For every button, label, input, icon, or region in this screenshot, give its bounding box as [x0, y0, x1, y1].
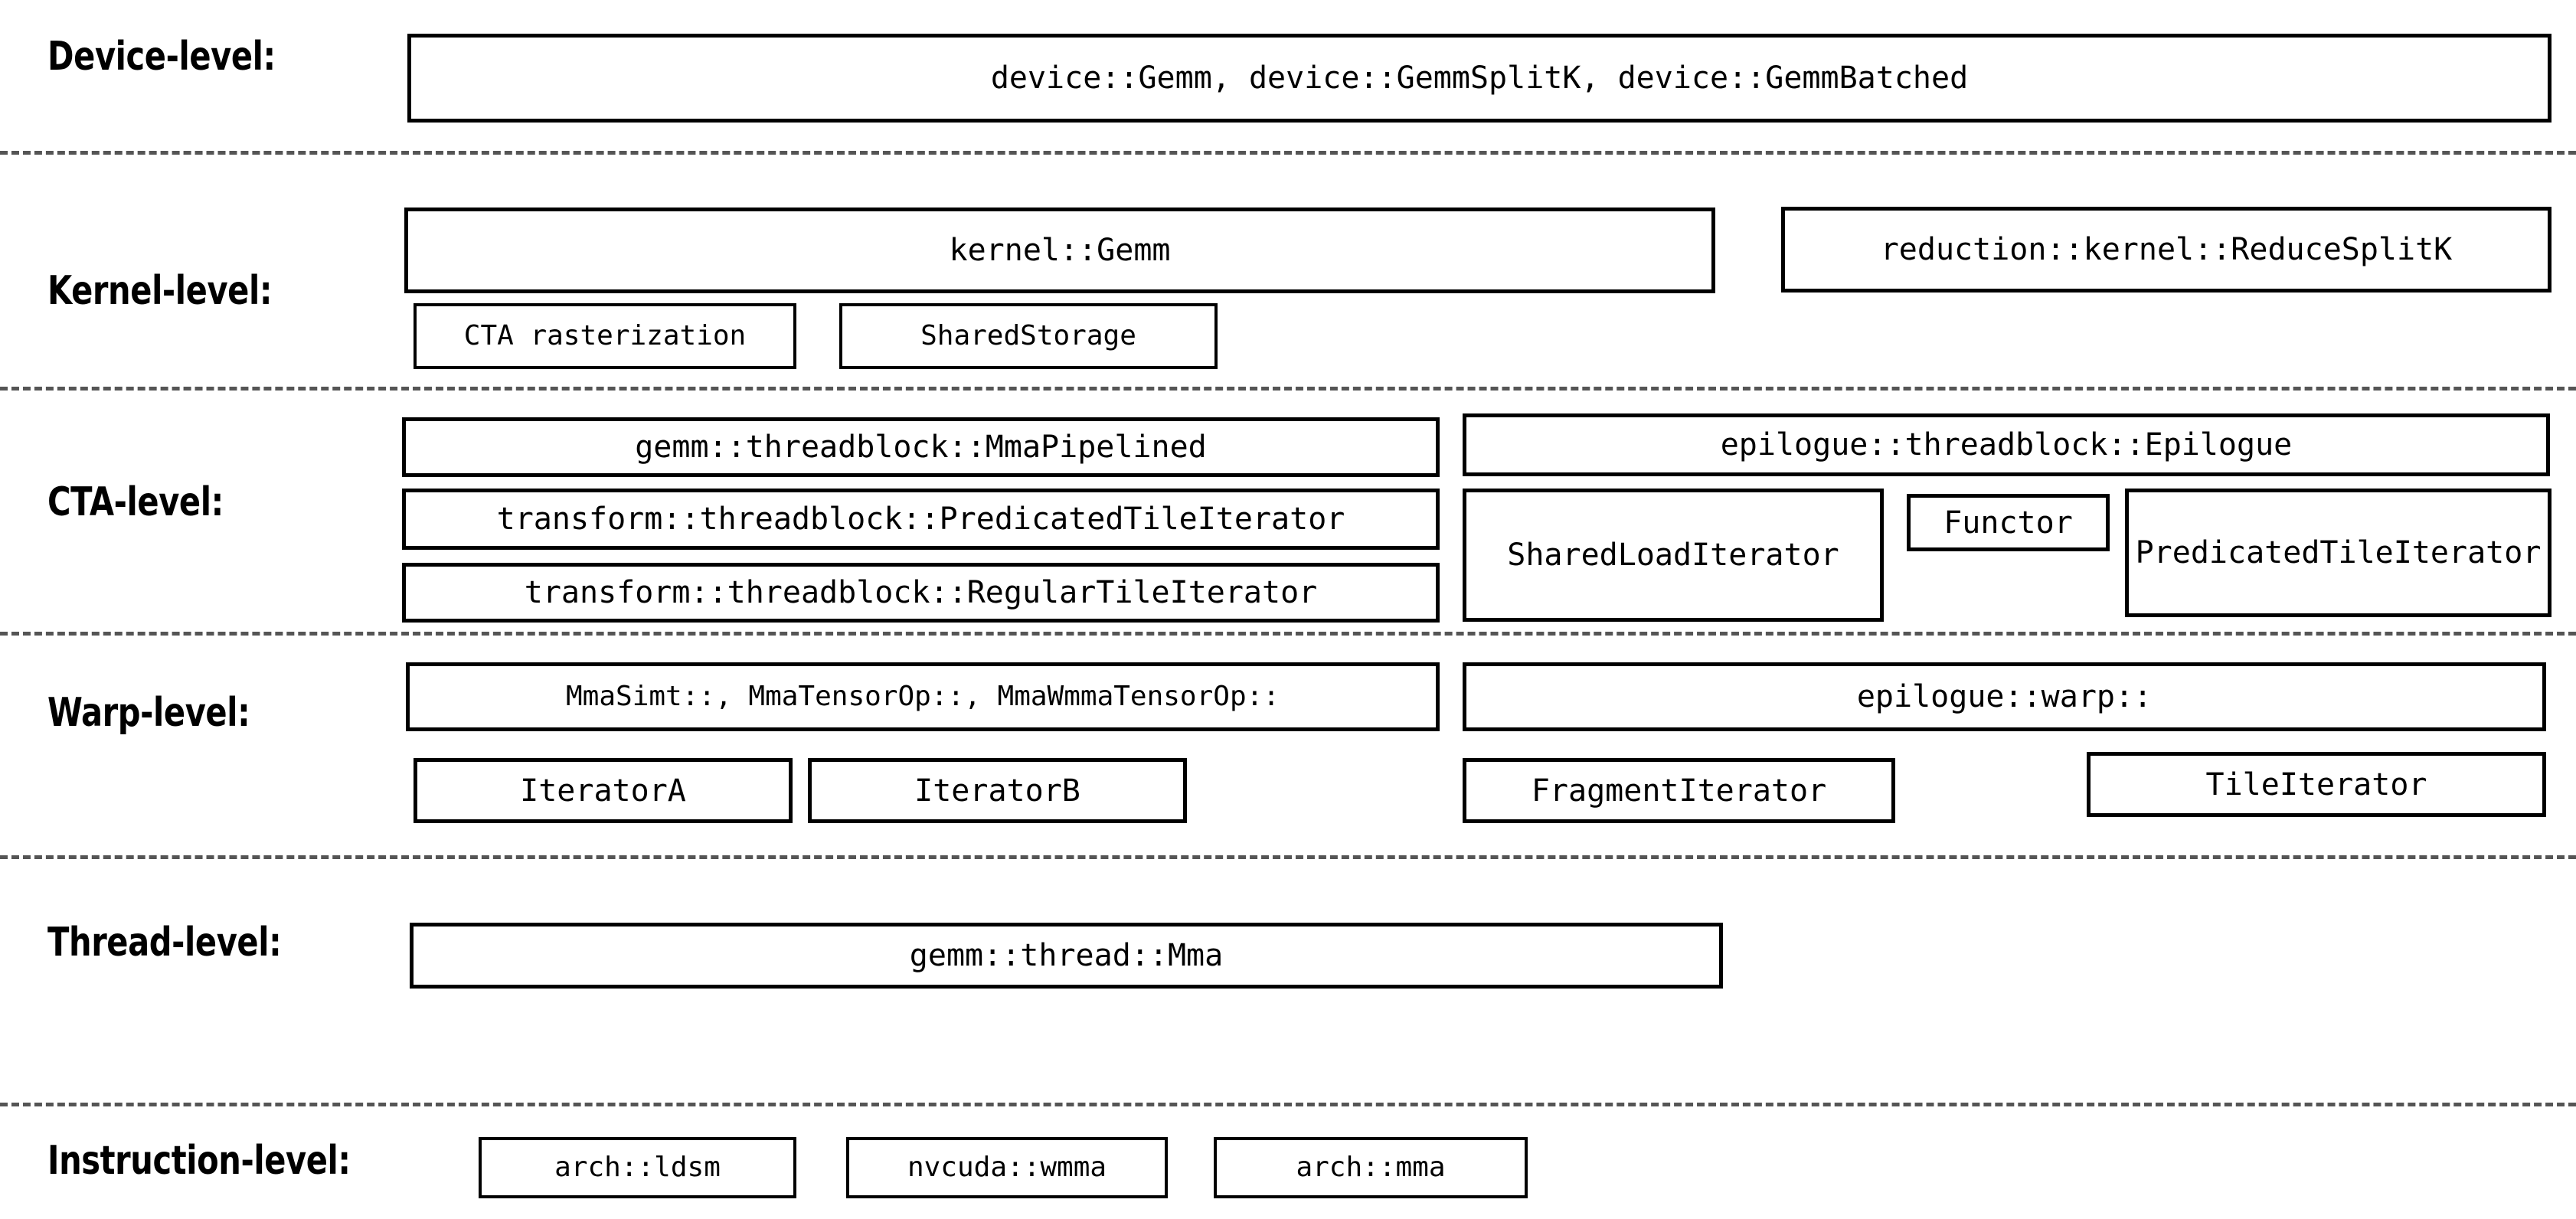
box-iterator-a-label: IteratorA	[520, 773, 686, 809]
level-label-thread: Thread-level:	[47, 920, 282, 966]
box-tileiterator-label: TileIterator	[2205, 766, 2427, 802]
level-label-cta: CTA-level:	[47, 479, 224, 525]
separator-kernel-cta	[0, 387, 2576, 391]
box-device-gemm[interactable]: device::Gemm, device::GemmSplitK, device…	[407, 34, 2551, 123]
box-iterator-b-label: IteratorB	[914, 773, 1080, 809]
box-reduction-kernel-reducesplitk[interactable]: reduction::kernel::ReduceSplitK	[1781, 207, 2551, 292]
box-arch-mma[interactable]: arch::mma	[1214, 1137, 1528, 1198]
box-warp-mma-variants-label: MmaSimt::, MmaTensorOp::, MmaWmmaTensorO…	[566, 681, 1280, 713]
box-cta-rasterization-label: CTA rasterization	[463, 320, 747, 352]
box-kernel-gemm[interactable]: kernel::Gemm	[404, 208, 1715, 293]
box-epilogue-threadblock-epilogue-label: epilogue::threadblock::Epilogue	[1720, 427, 2293, 462]
box-gemm-thread-mma-label: gemm::thread::Mma	[909, 938, 1224, 973]
box-iterator-b[interactable]: IteratorB	[808, 758, 1187, 823]
level-label-warp: Warp-level:	[47, 690, 250, 736]
box-arch-ldsm-label: arch::ldsm	[554, 1152, 721, 1184]
box-fragmentiterator-label: FragmentIterator	[1531, 773, 1827, 809]
box-device-gemm-label: device::Gemm, device::GemmSplitK, device…	[990, 60, 1969, 96]
box-sharedstorage[interactable]: SharedStorage	[839, 303, 1218, 369]
box-epilogue-threadblock-epilogue[interactable]: epilogue::threadblock::Epilogue	[1463, 413, 2550, 476]
box-gemm-threadblock-mmapipelined[interactable]: gemm::threadblock::MmaPipelined	[402, 417, 1440, 477]
box-sharedloaditerator-label: SharedLoadIterator	[1507, 538, 1839, 573]
box-functor-label: Functor	[1943, 505, 2073, 541]
separator-thread-instruction	[0, 1103, 2576, 1106]
box-functor[interactable]: Functor	[1907, 494, 2110, 551]
separator-warp-thread	[0, 855, 2576, 859]
box-epilogue-predicatedtileiterator[interactable]: PredicatedTileIterator	[2125, 489, 2551, 617]
box-sharedstorage-label: SharedStorage	[920, 320, 1136, 352]
box-gemm-thread-mma[interactable]: gemm::thread::Mma	[410, 923, 1723, 989]
box-reduction-kernel-reducesplitk-label: reduction::kernel::ReduceSplitK	[1880, 232, 2453, 267]
level-label-device: Device-level:	[47, 34, 276, 80]
level-label-kernel: Kernel-level:	[47, 268, 273, 314]
box-warp-mma-variants[interactable]: MmaSimt::, MmaTensorOp::, MmaWmmaTensorO…	[406, 662, 1440, 731]
box-transform-threadblock-regulartileiterator[interactable]: transform::threadblock::RegularTileItera…	[402, 563, 1440, 623]
box-sharedloaditerator[interactable]: SharedLoadIterator	[1463, 489, 1884, 622]
box-cta-rasterization[interactable]: CTA rasterization	[414, 303, 796, 369]
level-label-instruction: Instruction-level:	[47, 1138, 351, 1184]
box-epilogue-warp[interactable]: epilogue::warp::	[1463, 662, 2546, 731]
separator-cta-warp	[0, 632, 2576, 636]
box-transform-threadblock-predicatedtileiterator-label: transform::threadblock::PredicatedTileIt…	[496, 502, 1345, 537]
box-arch-mma-label: arch::mma	[1296, 1152, 1446, 1184]
box-kernel-gemm-label: kernel::Gemm	[949, 233, 1171, 268]
box-nvcuda-wmma[interactable]: nvcuda::wmma	[846, 1137, 1168, 1198]
box-gemm-threadblock-mmapipelined-label: gemm::threadblock::MmaPipelined	[635, 430, 1207, 465]
box-arch-ldsm[interactable]: arch::ldsm	[479, 1137, 796, 1198]
box-tileiterator[interactable]: TileIterator	[2087, 752, 2546, 817]
box-iterator-a[interactable]: IteratorA	[414, 758, 793, 823]
box-nvcuda-wmma-label: nvcuda::wmma	[907, 1152, 1107, 1184]
box-fragmentiterator[interactable]: FragmentIterator	[1463, 758, 1895, 823]
box-transform-threadblock-predicatedtileiterator[interactable]: transform::threadblock::PredicatedTileIt…	[402, 489, 1440, 550]
box-epilogue-warp-label: epilogue::warp::	[1856, 679, 2153, 714]
separator-device-kernel	[0, 151, 2576, 155]
box-epilogue-predicatedtileiterator-label: PredicatedTileIterator	[2135, 535, 2542, 570]
box-transform-threadblock-regulartileiterator-label: transform::threadblock::RegularTileItera…	[524, 575, 1318, 610]
